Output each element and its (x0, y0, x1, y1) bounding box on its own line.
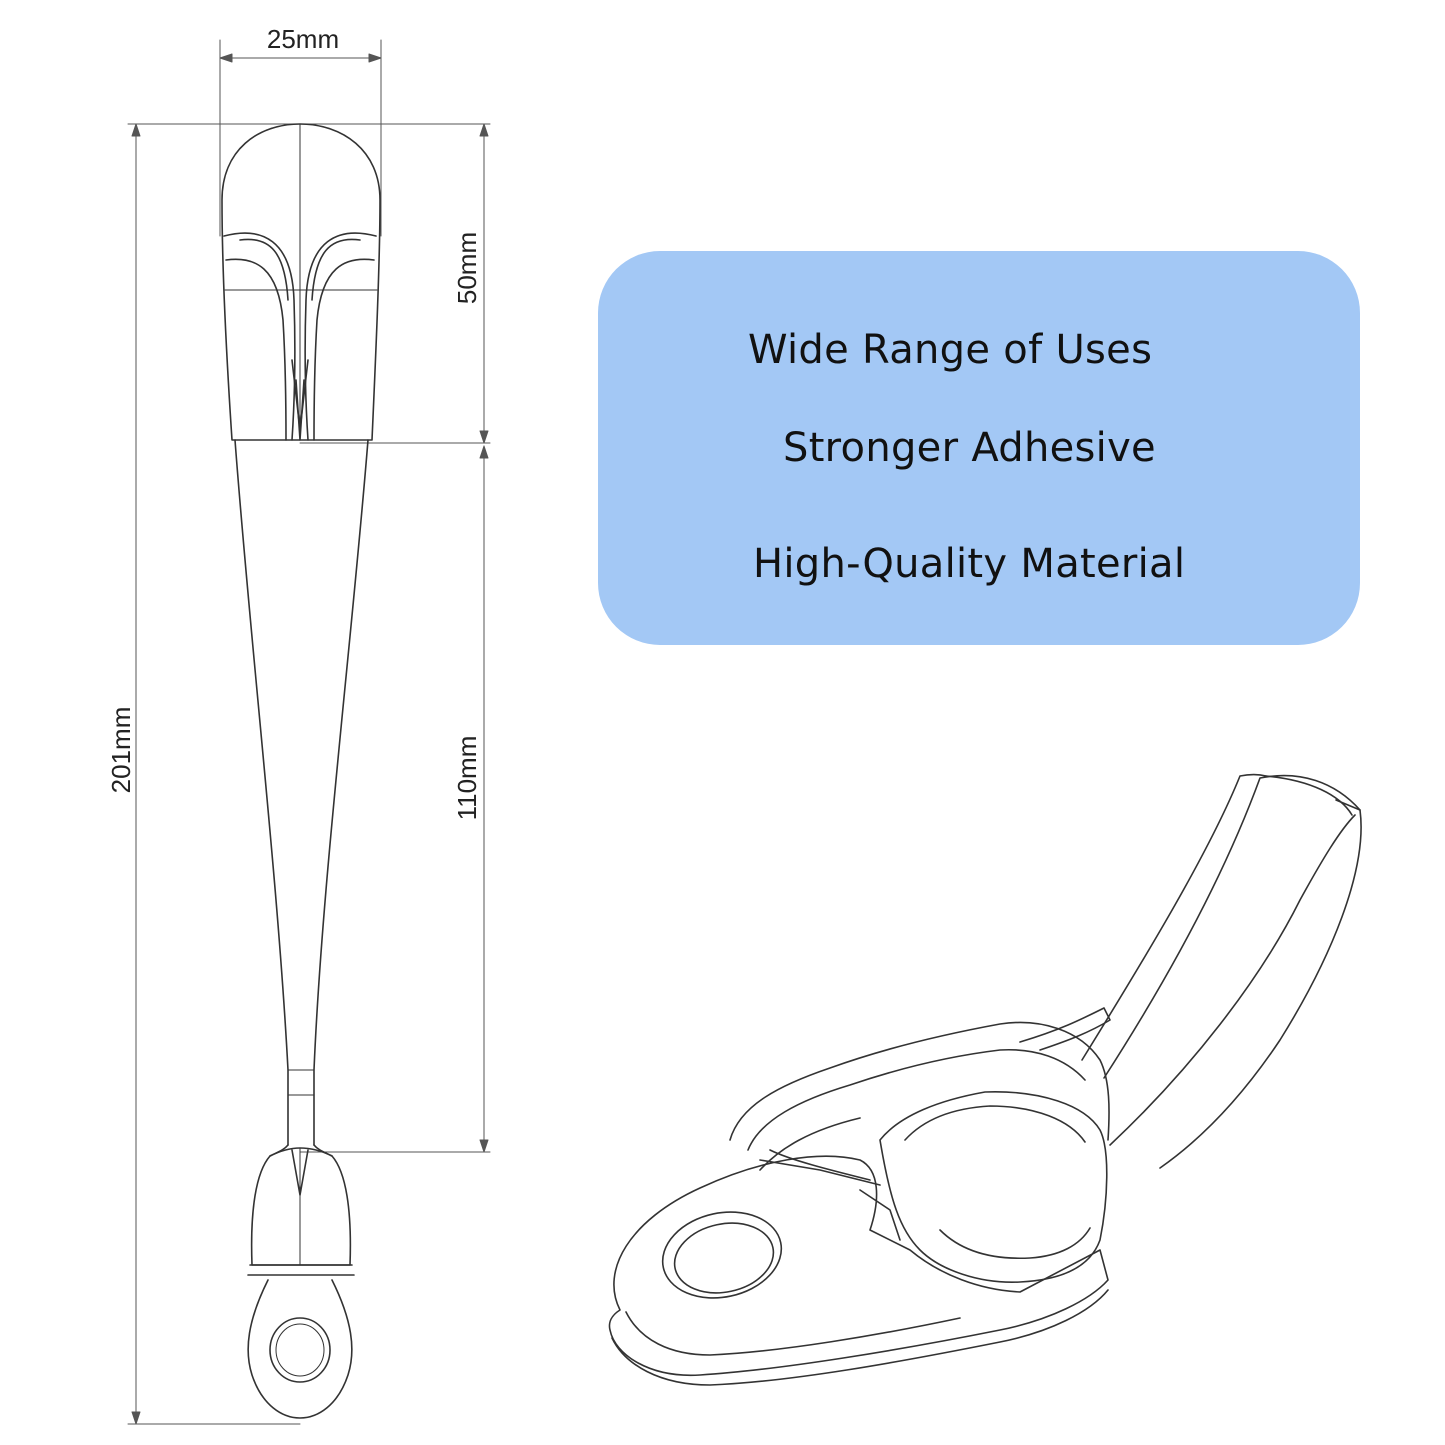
features-panel: Wide Range of Uses Stronger Adhesive Hig… (598, 251, 1360, 645)
width-dimension-label: 25mm (267, 24, 339, 54)
isometric-view-clip (608, 773, 1362, 1386)
total-length-dimension-label: 201mm (106, 707, 136, 794)
strap-length-dimension-label: 110mm (452, 736, 482, 821)
front-view-clip (221, 123, 381, 1419)
head-length-dimension-label: 50mm (452, 232, 482, 304)
feature-wide-range-of-uses: Wide Range of Uses (748, 327, 1153, 373)
feature-high-quality-material: High-Quality Material (753, 541, 1186, 587)
feature-stronger-adhesive: Stronger Adhesive (783, 425, 1156, 471)
dimension-lines (127, 39, 491, 1425)
